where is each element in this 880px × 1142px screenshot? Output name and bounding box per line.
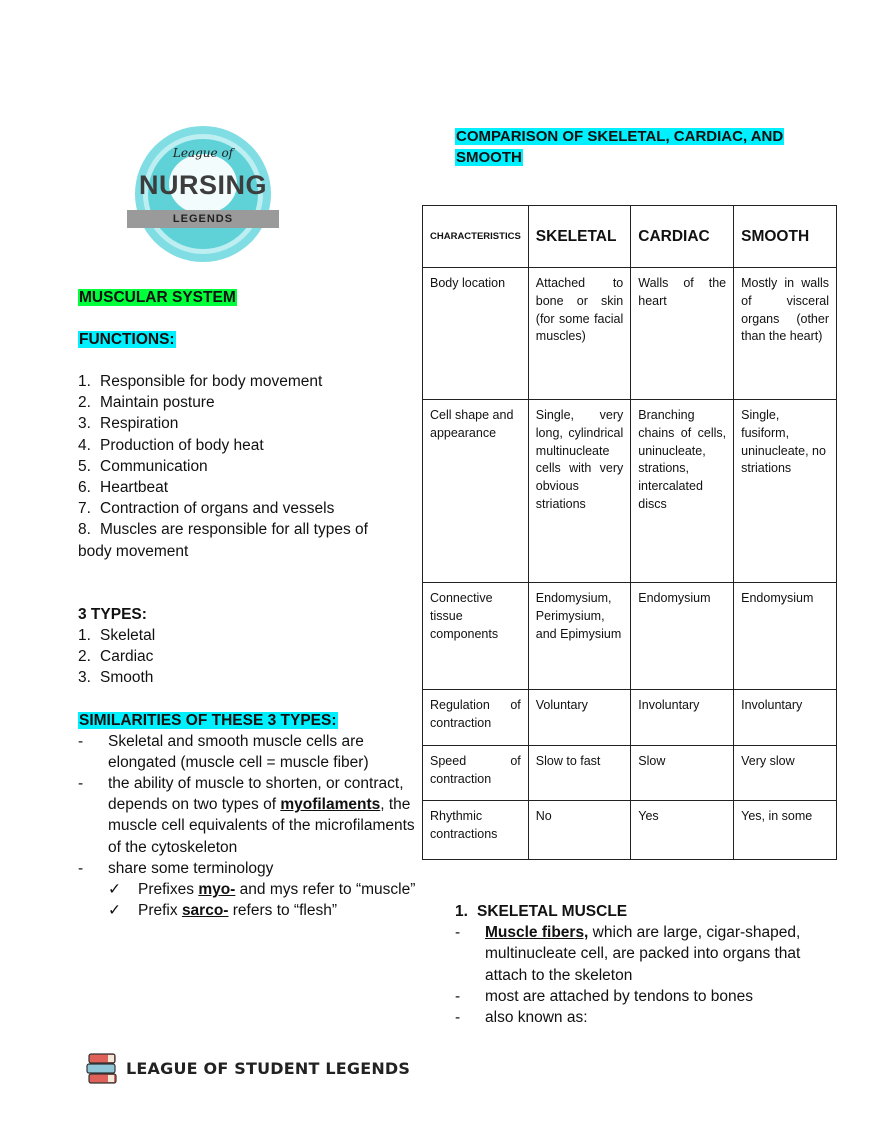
- table-cell: Regulation of contraction: [422, 689, 529, 746]
- table-cell: Yes, in some: [733, 800, 837, 860]
- table-row: Body location Attached to bone or skin (…: [422, 267, 837, 400]
- list-item: -the ability of muscle to shorten, or co…: [78, 775, 415, 856]
- list-item: 1.Skeletal: [78, 627, 156, 645]
- logo-line-3: LEGENDS: [172, 213, 234, 225]
- table-cell: Walls of the heart: [630, 267, 735, 400]
- left-column: MUSCULAR SYSTEM FUNCTIONS: 1.Responsible…: [78, 287, 428, 921]
- table-cell: No: [527, 800, 632, 860]
- footer-brand: LEAGUE OF STUDENT LEGENDS: [86, 1050, 410, 1086]
- list-item: -Skeletal and smooth muscle cells are el…: [78, 732, 369, 771]
- list-item: 1.Responsible for body movement: [78, 373, 323, 390]
- table-row: Speed of contraction Slow to fast Slow V…: [422, 745, 837, 801]
- list-item: -most are attached by tendons to bones: [455, 987, 753, 1005]
- table-header: CARDIAC: [630, 205, 735, 268]
- table-row: Cell shape and appearance Single, very l…: [422, 399, 837, 583]
- logo-badge-icon: [127, 126, 279, 262]
- comparison-table: CHARACTERISTICS SKELETAL CARDIAC SMOOTH …: [422, 205, 837, 860]
- list-item: 5.Communication: [78, 457, 208, 475]
- list-item: -share some terminology: [78, 859, 274, 877]
- table-cell: Attached to bone or skin (for some facia…: [527, 267, 632, 400]
- table-cell: Yes: [630, 800, 735, 860]
- similarities-list: -Skeletal and smooth muscle cells are el…: [78, 731, 428, 879]
- table-cell: Mostly in walls of visceral organs (othe…: [733, 267, 837, 400]
- table-header-row: CHARACTERISTICS SKELETAL CARDIAC SMOOTH: [422, 205, 837, 268]
- table-cell: Single, very long, cylindrical multinucl…: [527, 399, 632, 583]
- table-cell: Endomysium: [630, 582, 735, 690]
- table-row: Regulation of contraction Voluntary Invo…: [422, 689, 837, 746]
- table-cell: Voluntary: [527, 689, 632, 746]
- list-item: 8.Muscles are responsible for all types …: [78, 521, 368, 539]
- table-cell: Slow to fast: [527, 745, 632, 801]
- skeletal-muscle-list: -Muscle fibers, which are large, cigar-s…: [455, 922, 805, 1028]
- list-item: 3.Respiration: [78, 415, 179, 433]
- list-item: 7.Contraction of organs and vessels: [78, 500, 335, 518]
- list-item: 2.Maintain posture: [78, 394, 215, 412]
- nursing-legends-logo: League of NURSING LEGENDS: [127, 124, 279, 264]
- table-header: SMOOTH: [733, 205, 837, 268]
- table-cell: Very slow: [733, 745, 837, 801]
- list-item: -also known as:: [455, 1009, 588, 1027]
- table-cell: Rhythmic contractions: [422, 800, 529, 860]
- list-item: ✓Prefix sarco- refers to “flesh”: [108, 900, 428, 921]
- table-header: SKELETAL: [527, 205, 632, 268]
- list-item: -Muscle fibers, which are large, cigar-s…: [455, 924, 801, 984]
- skeletal-muscle-heading: 1.SKELETAL MUSCLE: [455, 903, 628, 920]
- myofilaments-term: myofilaments: [280, 796, 381, 814]
- list-item: 4.Production of body heat: [78, 436, 264, 454]
- table-cell: Connective tissue components: [422, 582, 529, 690]
- muscular-system-heading: MUSCULAR SYSTEM: [78, 289, 237, 306]
- table-cell: Body location: [422, 267, 529, 400]
- table-cell: Endomysium: [733, 582, 837, 690]
- brand-name: LEAGUE OF STUDENT LEGENDS: [126, 1058, 411, 1078]
- types-list: 1.Skeletal 2.Cardiac 3.Smooth: [78, 625, 428, 689]
- list-item: 6.Heartbeat: [78, 479, 169, 497]
- table-cell: Involuntary: [733, 689, 837, 746]
- table-cell: Involuntary: [630, 689, 735, 746]
- table-row: Connective tissue components Endomysium,…: [422, 582, 837, 690]
- types-heading: 3 TYPES:: [78, 605, 147, 623]
- list-item: 2.Cardiac: [78, 648, 154, 666]
- table-cell: Speed of contraction: [422, 745, 529, 801]
- functions-list: 1.Responsible for body movement 2.Mainta…: [78, 371, 428, 541]
- table-cell: Slow: [630, 745, 735, 801]
- functions-continuation: body movement: [78, 542, 189, 560]
- table-header: CHARACTERISTICS: [422, 205, 529, 268]
- terminology-list: ✓Prefixes myo- and mys refer to “muscle”…: [78, 879, 428, 921]
- skeletal-muscle-section: 1.SKELETAL MUSCLE -Muscle fibers, which …: [455, 901, 805, 1028]
- table-cell: Endomysium, Perimysium, and Epimysium: [527, 582, 632, 690]
- functions-heading: FUNCTIONS:: [78, 331, 176, 348]
- list-item: 3.Smooth: [78, 669, 154, 687]
- table-cell: Cell shape and appearance: [422, 399, 529, 583]
- check-icon: ✓: [108, 881, 121, 899]
- table-cell: Branching chains of cells, uninucleate, …: [630, 399, 735, 583]
- table-cell: Single, fusiform, uninucleate, no striat…: [733, 399, 837, 583]
- list-item: ✓Prefixes myo- and mys refer to “muscle”: [108, 879, 428, 900]
- comparison-heading: COMPARISON OF SKELETAL, CARDIAC, AND SMO…: [455, 128, 785, 167]
- book-stack-icon: [86, 1053, 117, 1084]
- logo-line-1: League of: [172, 146, 234, 160]
- check-icon: ✓: [108, 902, 121, 920]
- similarities-heading: SIMILARITIES OF THESE 3 TYPES:: [78, 711, 338, 729]
- logo-line-2: NURSING: [138, 170, 267, 200]
- table-row: Rhythmic contractions No Yes Yes, in som…: [422, 800, 837, 860]
